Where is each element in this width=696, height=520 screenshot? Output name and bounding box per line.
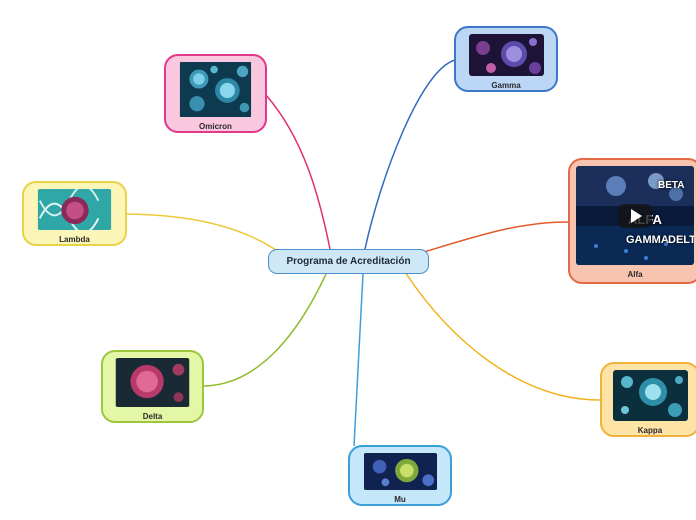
node-label: Omicron — [199, 122, 232, 131]
virus-particles-icon — [612, 370, 688, 421]
video-word: GAMMA — [626, 234, 669, 246]
node-label: Kappa — [637, 426, 663, 435]
connector-alfa — [423, 221, 569, 253]
connector-kappa — [404, 271, 601, 401]
delta-image — [115, 358, 190, 407]
kappa-image — [612, 370, 688, 421]
node-label: Gamma — [491, 81, 521, 90]
node-omicron[interactable]: Omicron — [164, 54, 267, 133]
node-label: Lambda — [59, 235, 90, 244]
virus-dna-icon — [37, 189, 112, 230]
play-icon[interactable] — [618, 203, 652, 228]
video-thumbnail-icon — [576, 166, 694, 265]
central-topic-label: Programa de Acreditación — [286, 256, 411, 267]
node-gamma[interactable]: Gamma — [454, 26, 558, 92]
node-label: Mu — [394, 495, 406, 504]
gamma-image — [468, 34, 544, 76]
video-word: BETA — [658, 180, 685, 191]
mu-image — [363, 453, 438, 490]
node-mu[interactable]: Mu — [348, 445, 452, 506]
connector-delta — [203, 273, 327, 387]
virus-particles-icon — [179, 62, 252, 117]
connector-mu — [353, 273, 364, 447]
connector-gamma — [364, 59, 456, 250]
omicron-image — [178, 62, 253, 117]
node-kappa[interactable]: Kappa — [600, 362, 696, 437]
node-delta[interactable]: Delta — [101, 350, 204, 423]
central-topic[interactable]: Programa de Acreditación — [268, 249, 429, 274]
virus-particles-icon — [468, 34, 544, 76]
lambda-image — [37, 189, 112, 230]
node-lambda[interactable]: Lambda — [22, 181, 127, 246]
connector-omicron — [265, 94, 331, 250]
virus-sphere-icon — [115, 358, 190, 407]
node-label: Alfa — [627, 270, 643, 279]
virus-particles-icon — [363, 453, 437, 490]
node-label: Delta — [142, 412, 163, 421]
